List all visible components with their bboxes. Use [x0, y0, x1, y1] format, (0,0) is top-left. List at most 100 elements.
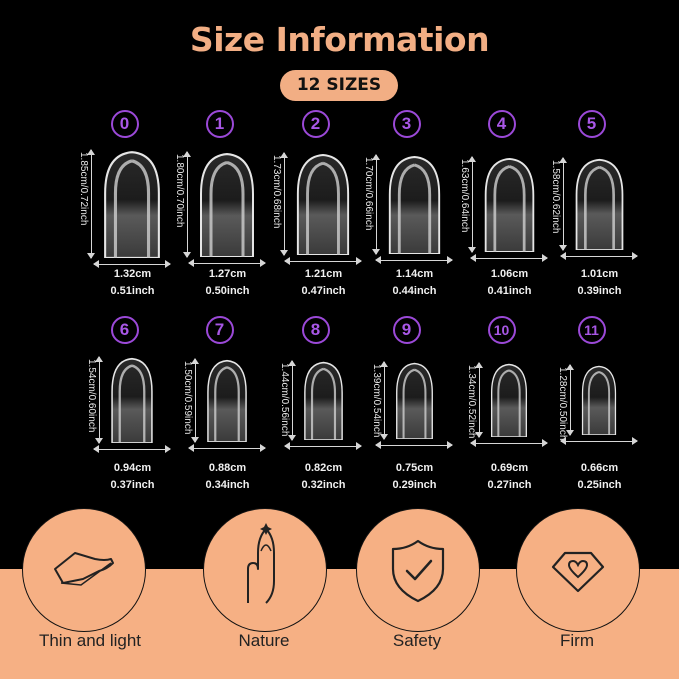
size-number: 1 — [205, 110, 234, 138]
width-dimension-line — [188, 443, 266, 452]
width-inch-label: 0.44inch — [392, 285, 437, 297]
height-dimension-line — [280, 152, 288, 256]
width-cm-label: 0.88cm — [208, 462, 247, 474]
width-cm-label: 1.21cm — [304, 268, 343, 280]
size-number: 4 — [487, 110, 516, 138]
height-dimension-line — [87, 149, 95, 259]
width-cm-label: 0.94cm — [113, 462, 152, 474]
height-label: 1.70cm/0.66inch — [362, 156, 374, 230]
width-inch-label: 0.25inch — [577, 479, 622, 491]
height-label: 1.50cm/0.59inch — [182, 360, 193, 434]
width-dimension-line — [560, 252, 638, 260]
feature-thin-light-circle — [22, 508, 146, 632]
width-inch-label: 0.41inch — [487, 285, 532, 297]
height-dimension-line — [558, 157, 567, 251]
thin-nail-icon — [54, 552, 114, 586]
size-number: 3 — [392, 110, 421, 138]
height-label: 1.44cm/0.56inch — [278, 362, 290, 436]
width-dimension-line — [93, 260, 171, 268]
size-number: 5 — [577, 110, 606, 138]
height-dimension-line — [379, 360, 388, 440]
width-cm-label: 0.66cm — [580, 462, 619, 474]
width-dimension-line — [284, 441, 362, 450]
height-label: 1.73cm/0.68inch — [271, 155, 282, 229]
diamond-heart-icon — [551, 551, 605, 593]
feature-label-safety: Safety — [392, 631, 442, 650]
width-inch-label: 0.50inch — [205, 285, 250, 297]
width-cm-label: 0.75cm — [395, 462, 434, 474]
width-dimension-line — [284, 257, 362, 265]
width-cm-label: 0.69cm — [490, 462, 529, 474]
width-inch-label: 0.34inch — [205, 479, 250, 491]
nail-tip-image — [111, 357, 153, 443]
feature-nature-circle — [203, 508, 327, 632]
width-dimension-line — [560, 437, 638, 445]
nail-tip-image — [491, 363, 527, 437]
width-dimension-line — [375, 255, 453, 264]
height-dimension-line — [566, 364, 574, 436]
height-label: 1.58cm/0.62inch — [549, 160, 561, 234]
width-inch-label: 0.51inch — [110, 285, 155, 297]
height-label: 1.63cm/0.64inch — [458, 158, 470, 232]
height-dimension-line — [287, 359, 296, 441]
feature-safety-circle — [356, 508, 480, 632]
nail-tip-image — [104, 151, 160, 258]
width-inch-label: 0.37inch — [110, 479, 155, 491]
feature-label-firm: Firm — [560, 631, 594, 650]
width-cm-label: 1.27cm — [208, 268, 247, 280]
width-dimension-line — [470, 439, 548, 447]
size-item-10: 10 1.34cm/0.52inch 0.69cm 0.27inch — [445, 316, 558, 506]
hand-nail-icon — [247, 523, 275, 604]
width-inch-label: 0.29inch — [392, 479, 437, 491]
width-dimension-line — [470, 253, 548, 262]
width-cm-label: 0.82cm — [304, 462, 343, 474]
feature-label-thin-light: Thin and light — [38, 631, 142, 650]
width-inch-label: 0.47inch — [301, 285, 346, 297]
nail-tip-image — [484, 157, 534, 252]
size-number: 10 — [487, 316, 516, 344]
height-label: 1.80cm/0.70inch — [174, 153, 185, 227]
height-label: 1.28cm/0.50inch — [557, 367, 568, 441]
size-number: 7 — [205, 316, 234, 344]
width-cm-label: 1.32cm — [113, 268, 152, 280]
size-item-11: 11 1.28cm/0.50inch 0.66cm 0.25inch — [535, 316, 648, 506]
nail-tip-image — [388, 155, 440, 254]
height-dimension-line — [191, 357, 199, 443]
nail-tip-image — [296, 154, 350, 255]
width-inch-label: 0.27inch — [487, 479, 532, 491]
size-number: 0 — [110, 110, 139, 138]
nail-tip-image — [575, 158, 623, 250]
size-number: 11 — [577, 316, 606, 344]
height-label: 1.34cm/0.52inch — [466, 365, 477, 439]
nail-tip-image — [207, 359, 247, 442]
height-dimension-line — [183, 150, 191, 258]
size-item-1: 1 1.80cm/0.70inch 1.27cm 0.50inch — [163, 110, 276, 300]
width-cm-label: 1.14cm — [395, 268, 434, 280]
shield-check-icon — [391, 539, 445, 603]
size-number: 6 — [110, 316, 139, 344]
page-title: Size Information — [189, 20, 490, 59]
width-inch-label: 0.32inch — [301, 479, 346, 491]
height-dimension-line — [371, 153, 380, 255]
nail-tip-image — [303, 361, 343, 440]
width-cm-label: 1.01cm — [580, 268, 619, 280]
size-item-3: 3 1.70cm/0.66inch 1.14cm 0.44inch — [350, 110, 463, 300]
nail-tip-image — [395, 362, 433, 439]
nail-tip-image — [581, 365, 617, 435]
sizes-badge: 12 SIZES — [280, 70, 398, 101]
width-dimension-line — [188, 258, 266, 267]
size-item-7: 7 1.50cm/0.59inch 0.88cm 0.34inch — [163, 316, 276, 506]
width-dimension-line — [93, 445, 171, 453]
height-dimension-line — [467, 155, 476, 253]
height-dimension-line — [95, 356, 103, 444]
nail-tip-image — [200, 152, 254, 257]
feature-label-nature: Nature — [238, 631, 290, 650]
